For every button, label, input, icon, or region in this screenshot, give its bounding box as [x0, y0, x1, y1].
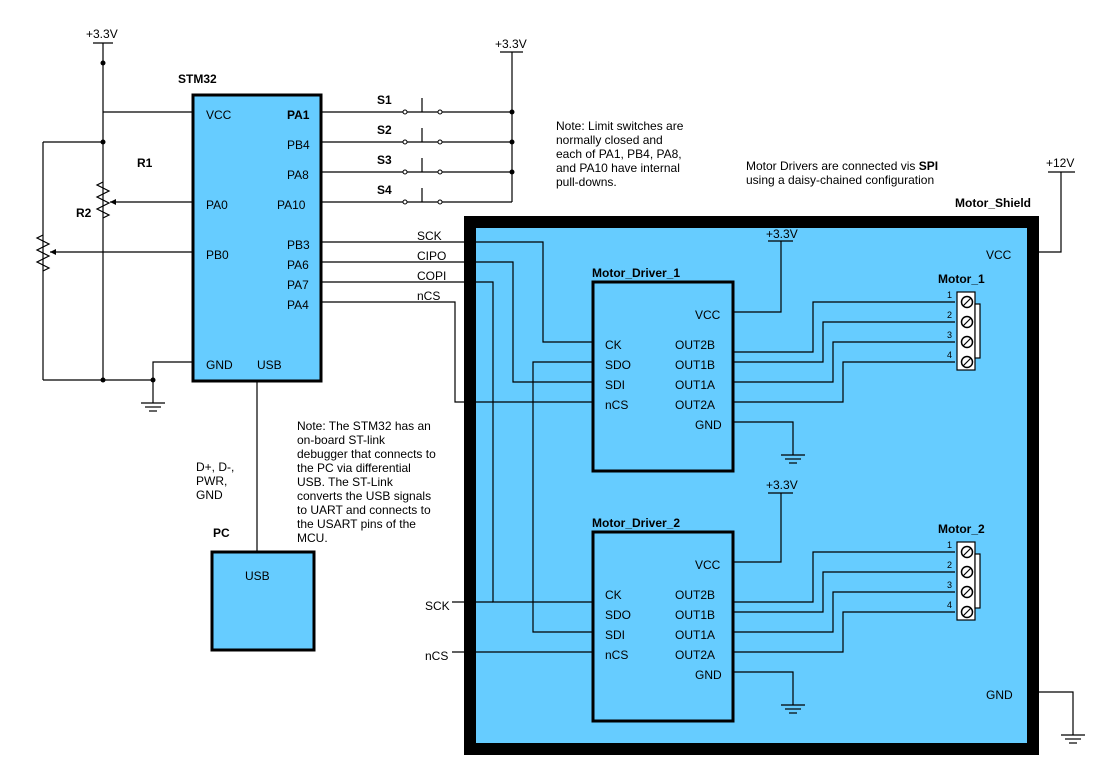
stm32-pin-vcc: VCC	[206, 108, 232, 122]
motor1-pin-4: 4	[947, 350, 952, 360]
driver2-pin-out1b: OUT1B	[675, 608, 715, 622]
svg-text:S4: S4	[377, 183, 392, 197]
driver1-pin-sdi: SDI	[605, 378, 625, 392]
motor1-pin-2: 2	[947, 310, 952, 320]
driver2-pin-vcc: VCC	[695, 558, 721, 572]
driver1-pin-gnd: GND	[695, 418, 722, 432]
driver2-pin-sdo: SDO	[605, 608, 631, 622]
motor1-title: Motor_1	[938, 272, 985, 286]
driver2-pin-out1a: OUT1A	[675, 628, 715, 642]
driver2-box	[591, 530, 735, 723]
spi-copi-label: COPI	[417, 269, 446, 283]
switch-s3: S3	[321, 153, 512, 175]
motor2-pin-2: 2	[947, 560, 952, 570]
r1-resistor	[35, 234, 51, 272]
stm32-pin-pa8: PA8	[287, 168, 309, 182]
motor2-pin-4: 4	[947, 600, 952, 610]
driver1-pin-out2a: OUT2A	[675, 398, 715, 412]
limit-switch-note: Note: Limit switches are normally closed…	[556, 119, 684, 189]
motor-shield-title: Motor_Shield	[955, 196, 1031, 210]
driver1-pin-ck: CK	[605, 338, 622, 352]
v33-label-left: +3.3V	[86, 27, 118, 41]
motor2-pin-3: 3	[947, 580, 952, 590]
stm32-pin-usb: USB	[257, 358, 282, 372]
driver1-pin-out1b: OUT1B	[675, 358, 715, 372]
spi-sck-label: SCK	[417, 229, 442, 243]
motor1-pin-1: 1	[947, 290, 952, 300]
stm32-pin-pa1: PA1	[287, 108, 310, 122]
r2-label: R2	[76, 206, 92, 220]
motor1-pin-3: 3	[947, 330, 952, 340]
driver1-pin-vcc: VCC	[695, 308, 721, 322]
switch-s1: S1	[321, 93, 512, 115]
pc-title: PC	[213, 526, 230, 540]
stm32-pin-pa7: PA7	[287, 278, 309, 292]
driver2-pin-sdi: SDI	[605, 628, 625, 642]
stm32-pin-pb4: PB4	[287, 138, 310, 152]
motor2-title: Motor_2	[938, 522, 985, 536]
motor1-connector	[956, 291, 981, 371]
shield-vcc: VCC	[986, 248, 1012, 262]
v33-label-switches: +3.3V	[495, 37, 527, 51]
motor2-pin-1: 1	[947, 540, 952, 550]
driver2-pin-out2b: OUT2B	[675, 588, 715, 602]
pc-line-1: D+, D-,	[196, 460, 234, 474]
pc-line-2: PWR,	[196, 474, 227, 488]
switch-s2: S2	[321, 123, 512, 145]
stm32-pin-pa6: PA6	[287, 258, 309, 272]
driver1-v33: +3.3V	[766, 227, 798, 241]
r2-resistor	[95, 181, 111, 219]
spi-cipo-label: CIPO	[417, 249, 446, 263]
motor2-connector	[956, 541, 981, 621]
driver2-pin-gnd: GND	[695, 668, 722, 682]
stm32-pin-gnd: GND	[206, 358, 233, 372]
spi-ncs-label: nCS	[417, 289, 440, 303]
r1-label: R1	[137, 156, 153, 170]
driver1-box	[591, 280, 735, 473]
driver1-pin-ncs: nCS	[605, 398, 628, 412]
driver2-title: Motor_Driver_2	[592, 516, 680, 530]
stm32-pin-pa0: PA0	[206, 198, 228, 212]
driver2-pin-ncs: nCS	[605, 648, 628, 662]
motor-shield-box	[464, 216, 1039, 755]
driver2-pin-ck: CK	[605, 588, 622, 602]
svg-text:S3: S3	[377, 153, 392, 167]
stm32-pin-pb3: PB3	[287, 238, 310, 252]
driver1-pin-out2b: OUT2B	[675, 338, 715, 352]
spi-note-line-2: using a daisy-chained configuration	[746, 173, 934, 187]
ext-ncs-label: nCS	[425, 649, 448, 663]
pc-box	[210, 550, 316, 652]
driver1-pin-out1a: OUT1A	[675, 378, 715, 392]
stm32-title: STM32	[178, 72, 217, 86]
pc-line-3: GND	[196, 488, 223, 502]
driver2-v33: +3.3V	[766, 478, 798, 492]
v12-label: +12V	[1046, 156, 1074, 170]
svg-text:S2: S2	[377, 123, 392, 137]
spi-note-line-1: Motor Drivers are connected vis SPI	[746, 159, 938, 173]
driver2-pin-out2a: OUT2A	[675, 648, 715, 662]
driver1-title: Motor_Driver_1	[592, 266, 680, 280]
ext-sck-label: SCK	[425, 599, 450, 613]
stm32-pin-pa4: PA4	[287, 298, 309, 312]
stm32-box	[191, 93, 323, 383]
stm32-pin-pa10: PA10	[277, 198, 306, 212]
pc-usb: USB	[245, 569, 270, 583]
driver1-pin-sdo: SDO	[605, 358, 631, 372]
stlink-note: Note: The STM32 has an on-board ST-link …	[297, 419, 436, 545]
switch-s4: S4	[321, 183, 512, 205]
svg-text:S1: S1	[377, 93, 392, 107]
shield-gnd: GND	[986, 688, 1013, 702]
stm32-pin-pb0: PB0	[206, 248, 229, 262]
